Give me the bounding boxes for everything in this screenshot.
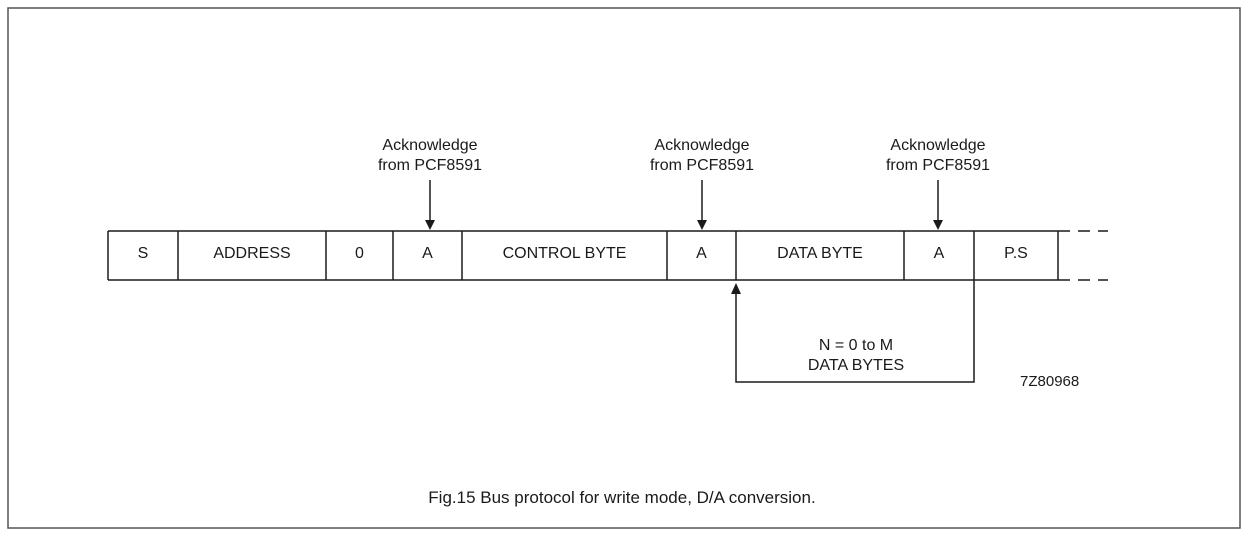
field-ack-2: A [696, 245, 707, 262]
data-bytes-loop [735, 280, 975, 383]
loop-label-line1: N = 0 to M [818, 337, 894, 354]
loop-label-line2: DATA BYTES [807, 357, 905, 374]
ack-label-3-line2: from PCF8591 [885, 157, 991, 174]
ack-label-3: Acknowledge from PCF8591 [878, 136, 998, 176]
ack-arrow-2-head [697, 220, 707, 230]
figure-frame [7, 7, 1241, 529]
ack-label-1-line2: from PCF8591 [377, 157, 483, 174]
figure-code: 7Z80968 [1020, 373, 1080, 390]
field-rw-bit: 0 [355, 245, 364, 262]
ack-arrow-3-head [933, 220, 943, 230]
figure-caption: Fig.15 Bus protocol for write mode, D/A … [428, 488, 816, 507]
ack-label-3-line1: Acknowledge [890, 137, 986, 154]
field-stop-start: P.S [1004, 245, 1028, 262]
data-bytes-loop-arrowhead [731, 283, 741, 294]
field-address: ADDRESS [213, 245, 291, 262]
field-control-byte: CONTROL BYTE [502, 245, 627, 262]
field-ack-1: A [422, 245, 433, 262]
ack-label-2-line2: from PCF8591 [649, 157, 755, 174]
ack-label-1-line1: Acknowledge [382, 137, 478, 154]
field-data-byte: DATA BYTE [777, 245, 863, 262]
ack-arrow-1-head [425, 220, 435, 230]
ack-label-2-line1: Acknowledge [654, 137, 750, 154]
ack-label-2: Acknowledge from PCF8591 [642, 136, 762, 176]
loop-label: N = 0 to M DATA BYTES [776, 336, 936, 376]
field-ack-3: A [933, 245, 945, 262]
field-start: S [137, 245, 149, 262]
ack-label-1: Acknowledge from PCF8591 [370, 136, 490, 176]
